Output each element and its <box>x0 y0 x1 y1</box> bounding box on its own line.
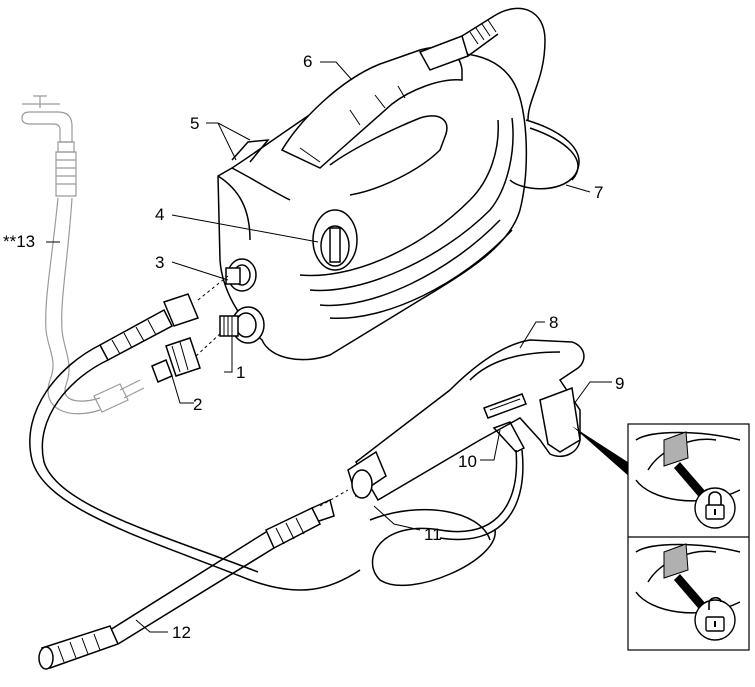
callout-4: 4 <box>155 205 164 224</box>
leader-6 <box>320 61 353 81</box>
leader-10 <box>480 429 501 461</box>
callout-7: 7 <box>594 183 603 202</box>
callout-5: 5 <box>190 114 199 133</box>
hose-adapter <box>165 337 201 377</box>
leader-7 <box>565 184 591 193</box>
callout-6: 6 <box>303 52 312 71</box>
leader-8 <box>519 321 545 349</box>
leader-1 <box>224 328 233 373</box>
callout-11: 11 <box>424 525 442 544</box>
hose-coupling <box>162 293 200 327</box>
garden-hose-and-tap <box>21 95 145 415</box>
callout-10: 10 <box>458 452 477 471</box>
inset-panel-locked <box>635 431 741 529</box>
power-cable <box>493 7 580 190</box>
lance-nozzle <box>41 625 120 669</box>
leader-4 <box>171 214 319 243</box>
pressure-dial <box>312 209 358 271</box>
leader-3 <box>171 261 229 281</box>
trigger <box>539 386 581 453</box>
callout-12: 12 <box>172 623 191 642</box>
spray-lance <box>38 498 335 670</box>
washer-body <box>217 15 528 361</box>
inset-pointer <box>572 426 640 486</box>
high-pressure-hose <box>29 293 361 591</box>
leader-9 <box>573 381 612 405</box>
callout-8: 8 <box>549 313 558 332</box>
spray-gun <box>347 339 585 586</box>
leader-11 <box>373 505 421 531</box>
callout-13: **13 <box>3 232 35 251</box>
leader-2 <box>171 375 194 404</box>
callout-1: 1 <box>236 363 245 382</box>
leader-lines <box>46 61 612 633</box>
callout-2: 2 <box>193 395 202 414</box>
leader-5 <box>206 122 251 161</box>
leader-12 <box>135 619 168 633</box>
inset-panel-unlocked <box>635 543 741 641</box>
assembly-guides <box>195 275 349 507</box>
callout-3: 3 <box>155 253 164 272</box>
lock-inset <box>627 423 750 651</box>
callout-9: 9 <box>615 374 624 393</box>
callout-labels: 1 2 3 4 5 6 7 8 9 10 11 12 **13 <box>3 52 624 642</box>
